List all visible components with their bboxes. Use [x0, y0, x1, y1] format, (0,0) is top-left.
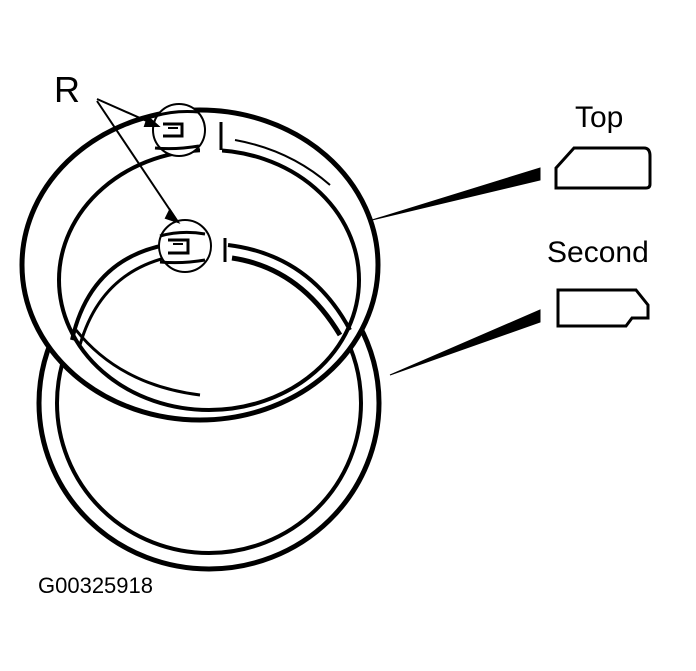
- top-ring-profile: [554, 146, 652, 190]
- second-ring-inner: [70, 243, 352, 346]
- top-label: Top: [575, 101, 624, 134]
- second-ring-mark-circle: [158, 219, 212, 273]
- r-label: R: [54, 69, 80, 110]
- figure-code: G00325918: [38, 573, 153, 598]
- second-label: Second: [547, 236, 649, 269]
- second-profile-leader: [389, 309, 541, 376]
- second-ring-profile: [556, 288, 650, 328]
- top-ring-mark-circle: [152, 103, 206, 157]
- top-profile-leader: [371, 167, 541, 221]
- r-leader-lines: [96, 98, 181, 224]
